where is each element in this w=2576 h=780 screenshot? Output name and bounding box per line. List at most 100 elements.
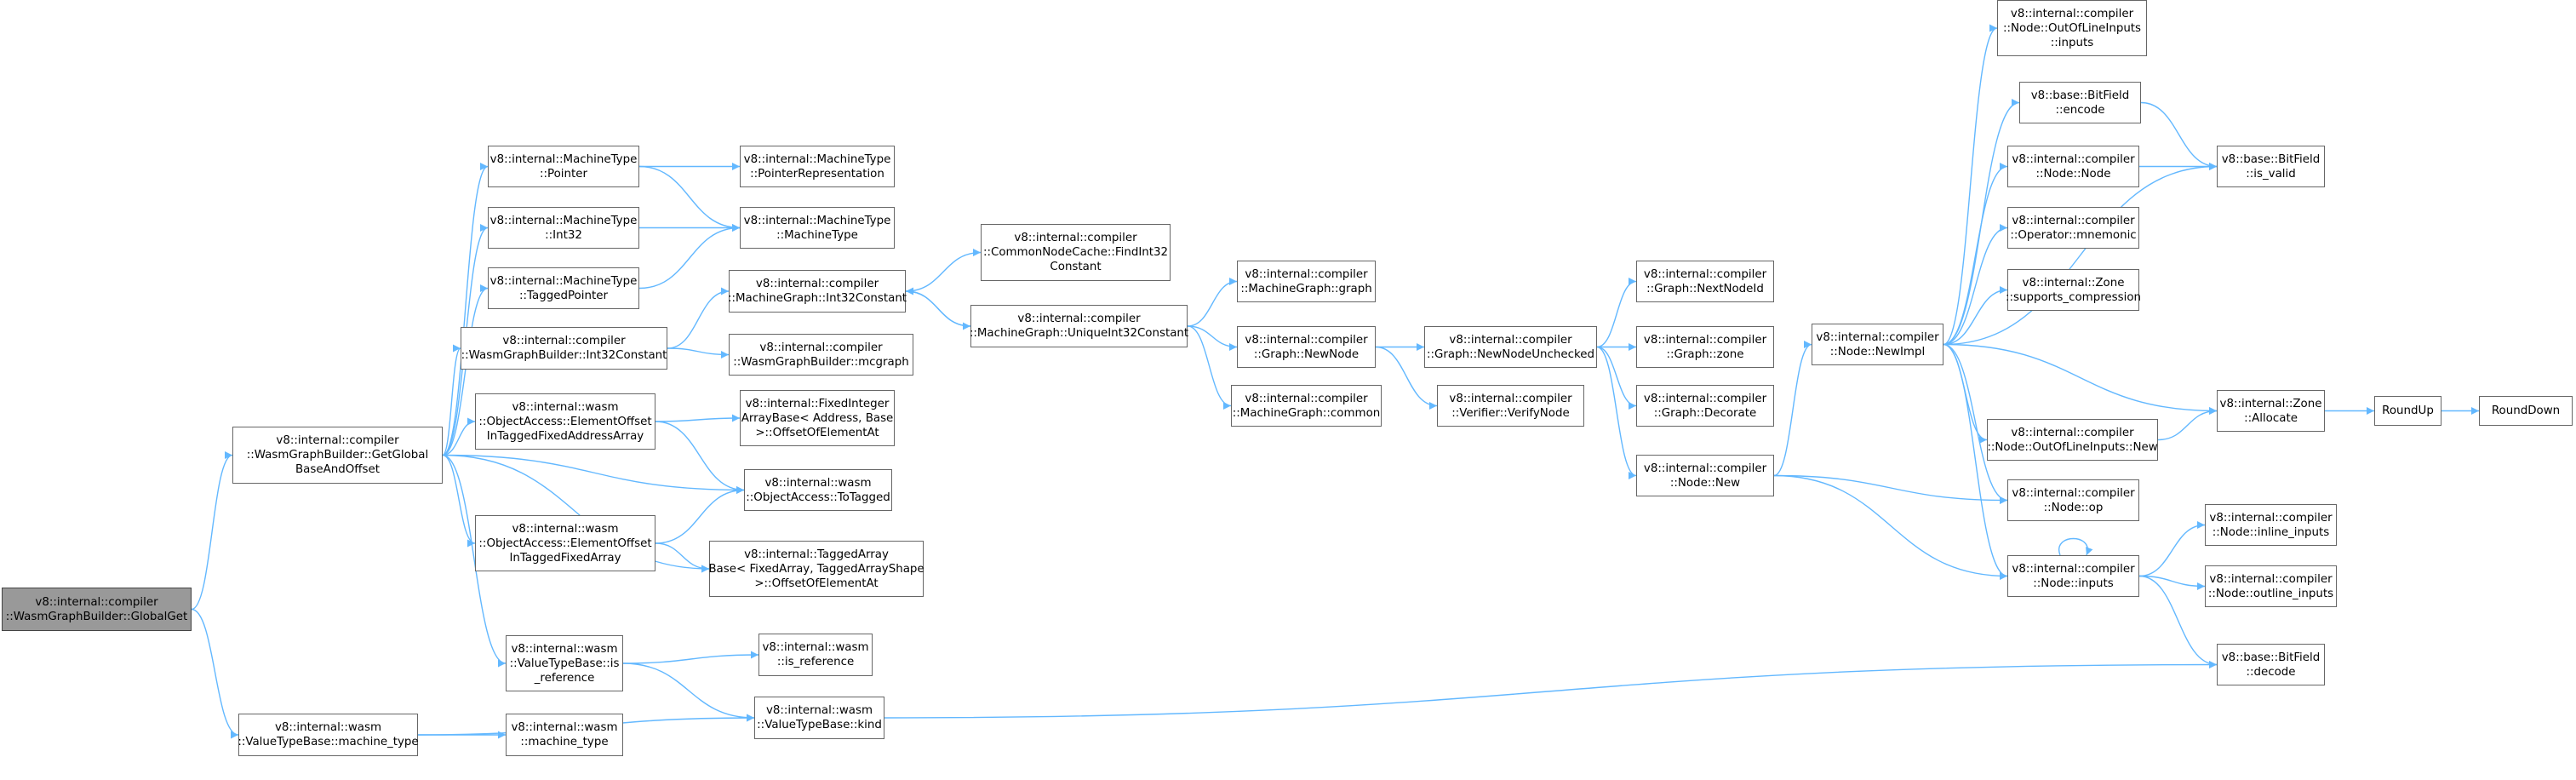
graph-node-n32[interactable]: v8::internal::compiler::Node::NewImpl xyxy=(1812,324,1943,365)
graph-node-n44[interactable]: v8::internal::compiler::Node::outline_in… xyxy=(2205,565,2337,607)
graph-node-label-line: ::supports_compression xyxy=(2006,290,2142,304)
graph-node-label: v8::internal::compiler::Graph::NewNodeUn… xyxy=(1427,333,1594,362)
graph-node-n15[interactable]: v8::internal::compiler::WasmGraphBuilder… xyxy=(729,334,913,376)
graph-edge-n31-n32 xyxy=(1773,341,1812,477)
graph-node-label: v8::base::BitField::is_valid xyxy=(2222,152,2320,181)
graph-node-n23[interactable]: v8::internal::compiler::MachineGraph::gr… xyxy=(1237,261,1376,302)
graph-node-label-line: v8::internal::compiler xyxy=(1017,313,1141,325)
graph-node-n46[interactable]: RoundUp xyxy=(2374,396,2441,426)
graph-node-n45[interactable]: v8::base::BitField::decode xyxy=(2217,644,2325,685)
graph-node-n27[interactable]: v8::internal::compiler::Verifier::Verify… xyxy=(1437,385,1584,427)
graph-node-n36[interactable]: v8::base::BitField::encode xyxy=(2019,82,2141,123)
graph-node-n10[interactable]: v8::internal::wasm::ValueTypeBase::is_re… xyxy=(506,635,623,691)
graph-node-n19[interactable]: v8::internal::wasm::is_reference xyxy=(758,634,873,676)
graph-edge-n22-n25 xyxy=(1187,325,1232,410)
graph-node-n13[interactable]: v8::internal::MachineType::MachineType xyxy=(740,207,895,249)
graph-node-n43[interactable]: v8::internal::compiler::Node::inline_inp… xyxy=(2205,504,2337,546)
graph-node-n14[interactable]: v8::internal::compiler::MachineGraph::In… xyxy=(728,270,907,313)
graph-node-label-line: v8::internal::wasm xyxy=(511,642,618,656)
graph-node-label: v8::internal::compiler::Node::OutOfLineI… xyxy=(1987,426,2157,455)
graph-node-n30[interactable]: v8::internal::compiler::Graph::Decorate xyxy=(1636,385,1774,427)
graph-node-label: v8::internal::compiler::Graph::NextNodeI… xyxy=(1644,267,1766,296)
graph-node-label-line: ::Graph::NewNode xyxy=(1253,347,1360,361)
graph-edge-n33-n45 xyxy=(2138,575,2218,668)
graph-node-n42[interactable]: v8::internal::Zone::Allocate xyxy=(2217,390,2325,432)
graph-node-n7[interactable]: v8::internal::compiler::WasmGraphBuilder… xyxy=(461,327,667,370)
graph-node-n9[interactable]: v8::internal::wasm::ObjectAccess::Elemen… xyxy=(475,515,655,571)
graph-node-label: v8::internal::compiler::Node::inline_inp… xyxy=(2209,511,2332,540)
graph-edge-n2-n7 xyxy=(442,344,461,456)
graph-node-n8[interactable]: v8::internal::wasm::ObjectAccess::Elemen… xyxy=(475,393,655,450)
graph-node-label-line: ::PointerRepresentation xyxy=(750,167,884,181)
graph-node-n11[interactable]: v8::internal::wasm::machine_type xyxy=(506,714,623,756)
graph-node-label-line: v8::internal::wasm xyxy=(764,476,872,490)
graph-edge-n32-n42 xyxy=(1943,343,2218,415)
graph-edge-n33-n33 xyxy=(2058,537,2093,556)
graph-node-n1[interactable]: v8::internal::compiler::WasmGraphBuilder… xyxy=(2,588,192,631)
graph-node-n40[interactable]: v8::internal::compiler::Node::OutOfLineI… xyxy=(1987,419,2158,461)
graph-node-label-line: v8::internal::compiler xyxy=(2011,426,2134,439)
graph-node-label-line: ::Int32 xyxy=(545,228,582,242)
graph-node-label: v8::base::BitField::decode xyxy=(2222,651,2320,680)
graph-node-n47[interactable]: RoundDown xyxy=(2479,396,2573,426)
graph-node-n20[interactable]: v8::internal::wasm::ValueTypeBase::kind xyxy=(754,697,884,739)
graph-node-n28[interactable]: v8::internal::compiler::Graph::NextNodeI… xyxy=(1636,261,1774,302)
graph-node-n4[interactable]: v8::internal::MachineType::Pointer xyxy=(488,146,639,187)
graph-edge-n2-n9 xyxy=(442,454,476,548)
graph-node-label: v8::internal::compiler::WasmGraphBuilder… xyxy=(461,334,667,363)
graph-node-n39[interactable]: v8::internal::Zone::supports_compression xyxy=(2006,269,2142,311)
graph-node-n6[interactable]: v8::internal::MachineType::TaggedPointer xyxy=(488,267,639,309)
graph-node-label: v8::internal::Zone::Allocate xyxy=(2220,397,2322,426)
graph-node-label: v8::internal::MachineType::Int32 xyxy=(490,214,638,243)
graph-node-label-line: ::CommonNodeCache::FindInt32 xyxy=(982,246,1169,259)
graph-node-n41[interactable]: v8::base::BitField::is_valid xyxy=(2217,146,2325,187)
graph-node-label: v8::internal::compiler::Verifier::Verify… xyxy=(1449,392,1571,421)
graph-edge-n33-n44 xyxy=(2138,575,2206,590)
graph-node-n35[interactable]: v8::internal::compiler::Node::OutOfLineI… xyxy=(1997,0,2147,56)
graph-node-label: v8::internal::wasm::ValueTypeBase::is_re… xyxy=(510,642,620,685)
graph-node-label-line: v8::internal::compiler xyxy=(276,434,399,447)
graph-node-label: v8::internal::compiler::WasmGraphBuilder… xyxy=(6,595,187,624)
graph-node-n5[interactable]: v8::internal::MachineType::Int32 xyxy=(488,207,639,249)
graph-node-label-line: ::is_valid xyxy=(2246,167,2296,181)
graph-node-label: v8::internal::compiler::WasmGraphBuilder… xyxy=(733,341,908,370)
graph-node-n37[interactable]: v8::internal::compiler::Node::Node xyxy=(2007,146,2139,187)
graph-node-n17[interactable]: v8::internal::wasm::ObjectAccess::ToTagg… xyxy=(744,469,892,511)
graph-node-label: v8::internal::MachineType::Pointer xyxy=(490,152,638,181)
graph-node-label-line: v8::internal::compiler xyxy=(2010,7,2134,20)
graph-node-n25[interactable]: v8::internal::compiler::MachineGraph::co… xyxy=(1231,385,1382,427)
graph-edge-n32-n35 xyxy=(1943,24,1998,346)
graph-node-label-line: ::ValueTypeBase::machine_type xyxy=(238,736,419,748)
graph-edge-n7-n15 xyxy=(667,347,730,358)
graph-node-label: v8::internal::MachineType::MachineType xyxy=(744,214,891,243)
graph-node-label-line: v8::internal::MachineType xyxy=(743,152,891,166)
graph-node-n24[interactable]: v8::internal::compiler::Graph::NewNode xyxy=(1237,326,1376,368)
graph-node-n21[interactable]: v8::internal::compiler::CommonNodeCache:… xyxy=(981,224,1171,281)
graph-node-n12[interactable]: v8::internal::MachineType::PointerRepres… xyxy=(740,146,895,187)
graph-node-label-line: v8::internal::compiler xyxy=(1449,333,1572,347)
graph-node-label: RoundDown xyxy=(2492,404,2560,418)
graph-node-n33[interactable]: v8::internal::compiler::Node::inputs xyxy=(2007,555,2139,597)
graph-node-n34[interactable]: v8::internal::compiler::Node::op xyxy=(2007,479,2139,521)
graph-node-n38[interactable]: v8::internal::compiler::Operator::mnemon… xyxy=(2007,207,2139,249)
graph-edge-n40-n42 xyxy=(2157,407,2218,441)
graph-node-label-line: v8::internal::wasm xyxy=(765,704,873,717)
graph-node-n3[interactable]: v8::internal::wasm::ValueTypeBase::machi… xyxy=(238,714,419,756)
graph-node-label-line: v8::internal::compiler xyxy=(1245,392,1368,405)
graph-node-n26[interactable]: v8::internal::compiler::Graph::NewNodeUn… xyxy=(1424,326,1597,368)
graph-node-label-line: v8::internal::compiler xyxy=(1245,267,1368,281)
graph-node-n2[interactable]: v8::internal::compiler::WasmGraphBuilder… xyxy=(232,427,443,484)
graph-node-label-line: ::decode xyxy=(2246,665,2296,679)
graph-node-label-line: v8::internal::compiler xyxy=(2209,572,2333,586)
graph-node-n22[interactable]: v8::internal::compiler::MachineGraph::Un… xyxy=(970,305,1188,347)
graph-edge-n4-n13 xyxy=(638,165,741,232)
graph-node-label: v8::internal::compiler::CommonNodeCache:… xyxy=(983,231,1168,274)
graph-edge-n8-n16 xyxy=(655,414,741,422)
graph-node-n29[interactable]: v8::internal::compiler::Graph::zone xyxy=(1636,326,1774,368)
graph-node-label-line: ::MachineGraph::graph xyxy=(1240,282,1372,295)
graph-node-label-line: v8::internal::compiler xyxy=(1643,333,1767,347)
graph-node-n31[interactable]: v8::internal::compiler::Node::New xyxy=(1636,455,1774,496)
